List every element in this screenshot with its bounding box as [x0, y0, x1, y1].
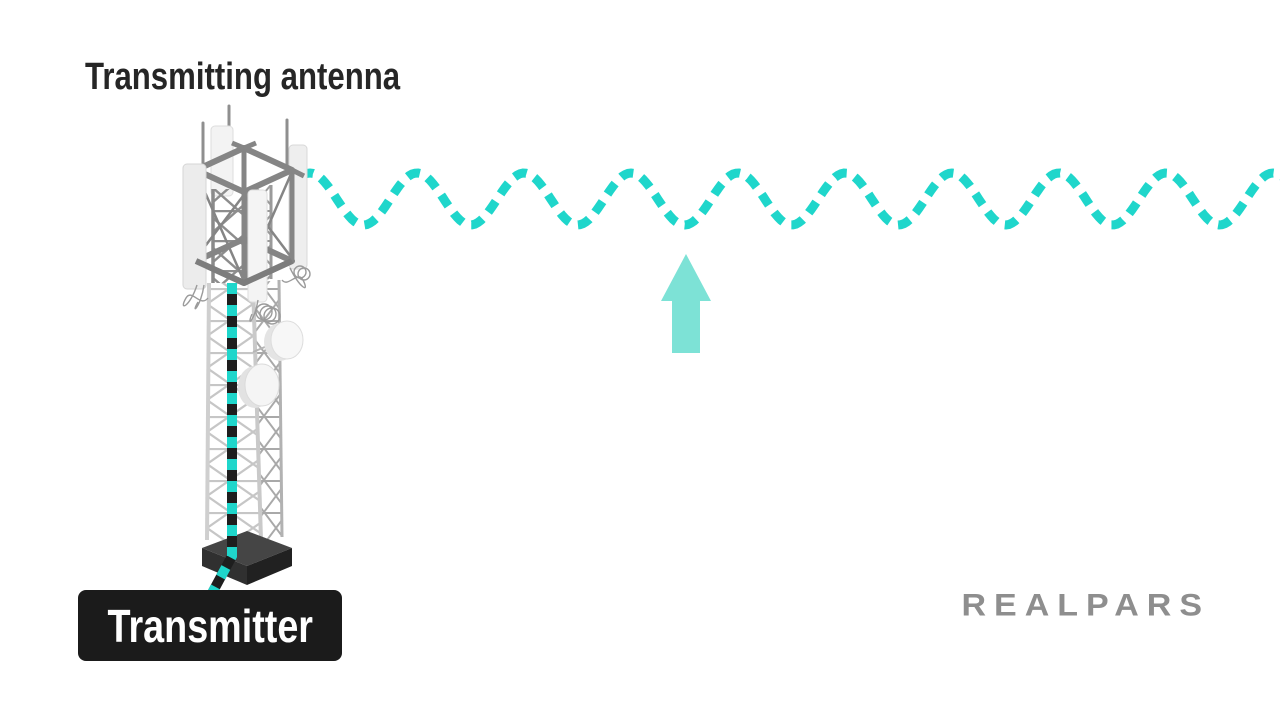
- tower-mast: [205, 279, 284, 541]
- realpars-logo: REALPARS: [961, 588, 1210, 623]
- transmitter-label-box: Transmitter: [78, 590, 342, 661]
- up-arrow-icon: [661, 254, 711, 353]
- cable-loops: [182, 265, 311, 325]
- microwave-dish-upper: [264, 320, 304, 361]
- antenna-panels-front: [182, 163, 268, 303]
- transmitter-label: Transmitter: [107, 599, 313, 652]
- transmission-tower-illustration: [182, 104, 311, 600]
- platform-beam: [194, 258, 294, 286]
- microwave-dish-lower: [238, 363, 280, 408]
- radio-wave-dashed: [298, 168, 1280, 230]
- feed-cable: [205, 283, 237, 600]
- transmitting-antenna-label: Transmitting antenna: [85, 56, 401, 98]
- microwave-dishes: [238, 320, 304, 408]
